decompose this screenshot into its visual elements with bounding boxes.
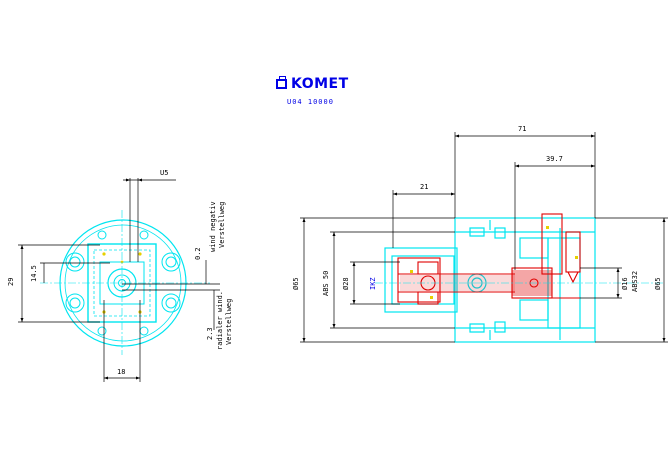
side-view (300, 132, 668, 343)
brand-name: KOMET (291, 76, 349, 92)
dim-2-3: 2.3 (206, 327, 214, 340)
dim-dia-65-right: Ø65 (654, 277, 662, 290)
note-wind-negativ: wind negativ (209, 201, 217, 252)
dim-abs-32: ABS32 (631, 271, 639, 292)
article-code: U04 10000 (287, 98, 334, 106)
dim-39-7: 39.7 (546, 155, 563, 163)
komet-logo: KOMET (276, 76, 349, 92)
dim-18: 18 (117, 368, 125, 376)
dim-14-5: 14.5 (30, 265, 38, 282)
label-ikz: IKZ (369, 277, 377, 290)
komet-logo-icon (276, 76, 287, 89)
front-view (18, 178, 220, 382)
note-verstellweg-1: Verstellweg (218, 202, 226, 248)
dim-21: 21 (420, 183, 428, 191)
dim-dia-28: Ø28 (342, 277, 350, 290)
note-verstellweg-2: Verstellweg (225, 299, 233, 345)
dim-abs-50: ABS 50 (322, 271, 330, 296)
dim-0-2: 0.2 (194, 247, 202, 260)
dim-29: 29 (7, 278, 15, 286)
dim-dia-65-left: Ø65 (292, 277, 300, 290)
dim-dia-16: Ø16 (621, 277, 629, 290)
note-radialer-wind: radialer wind. (216, 291, 224, 350)
dim-u5: U5 (160, 169, 168, 177)
dim-71: 71 (518, 125, 526, 133)
